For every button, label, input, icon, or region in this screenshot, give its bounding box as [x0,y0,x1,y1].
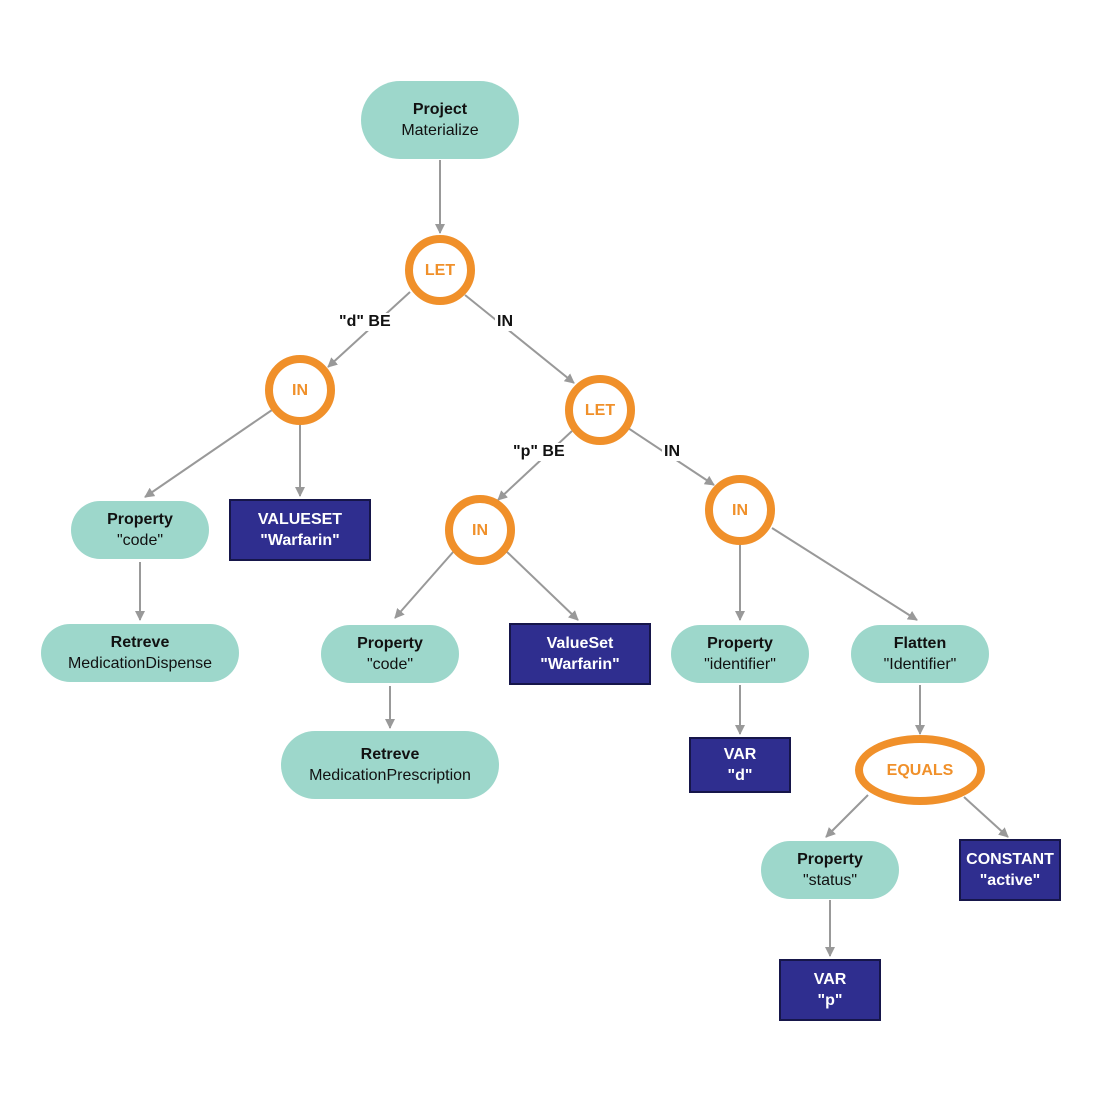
edge-equals-to-constant [963,796,1009,838]
edge-label-d-be: "d" BE [337,313,393,331]
literal-value: "Warfarin" [260,532,340,549]
node-title: Property [797,851,863,868]
node-title: Retreve [360,746,420,763]
equals-operator-node: EQUALS [855,735,985,805]
node-title: Flatten [893,635,947,652]
in-operator-node: IN [265,355,335,425]
property-status-node: Property "status" [761,841,899,899]
property-code-node: Property "code" [321,625,459,683]
valueset-warfarin-node: VALUESET "Warfarin" [229,499,371,561]
node-title: Property [107,511,173,528]
literal-value: "p" [817,992,843,1009]
edge-equals-to-property-status [825,794,869,838]
edge-let-to-let-inner [464,294,575,384]
node-title: Property [357,635,423,652]
operator-label: IN [292,381,308,399]
in-operator-node: IN [445,495,515,565]
literal-kind: VALUESET [257,511,343,528]
edge-in-mid-to-valueset [504,549,579,621]
edge-in-right-to-flatten [771,527,918,621]
operator-label: LET [584,401,616,419]
literal-value: "active" [979,872,1041,889]
edge-in-left-to-property [144,409,273,498]
node-subtitle: MedicationPrescription [309,767,471,784]
property-identifier-node: Property "identifier" [671,625,809,683]
operator-label: IN [472,521,488,539]
node-title: Property [707,635,773,652]
var-p-node: VAR "p" [779,959,881,1021]
operator-label: EQUALS [886,761,954,779]
literal-kind: VAR [723,746,757,763]
flatten-identifier-node: Flatten "Identifier" [851,625,989,683]
operator-label: LET [424,261,456,279]
node-subtitle: Materialize [401,122,479,139]
valueset-warfarin-node: ValueSet "Warfarin" [509,623,651,685]
edge-let-inner-to-in-mid [497,430,573,501]
constant-active-node: CONSTANT "active" [959,839,1061,901]
edge-label-p-be: "p" BE [511,443,567,461]
edge-label-in: IN [495,313,515,331]
edge-label-in: IN [662,443,682,461]
node-subtitle: MedicationDispense [67,655,213,672]
node-subtitle: "status" [802,872,858,889]
retreve-prescription-node: Retreve MedicationPrescription [281,731,499,799]
literal-value: "Warfarin" [540,656,620,673]
node-title: Project [412,101,468,118]
property-code-node: Property "code" [71,501,209,559]
project-node: Project Materialize [361,81,519,159]
let-operator-node: LET [405,235,475,305]
var-d-node: VAR "d" [689,737,791,793]
edge-in-mid-to-property [394,550,455,619]
literal-kind: CONSTANT [966,851,1054,868]
operator-label: IN [732,501,748,519]
literal-kind: ValueSet [546,635,614,652]
node-subtitle: "Identifier" [883,656,957,673]
in-operator-node: IN [705,475,775,545]
literal-value: "d" [727,767,753,784]
node-subtitle: "code" [366,656,414,673]
let-operator-node: LET [565,375,635,445]
node-title: Retreve [110,634,170,651]
node-subtitle: "identifier" [704,656,776,673]
retreve-dispense-node: Retreve MedicationDispense [41,624,239,682]
literal-kind: VAR [813,971,847,988]
node-subtitle: "code" [116,532,164,549]
